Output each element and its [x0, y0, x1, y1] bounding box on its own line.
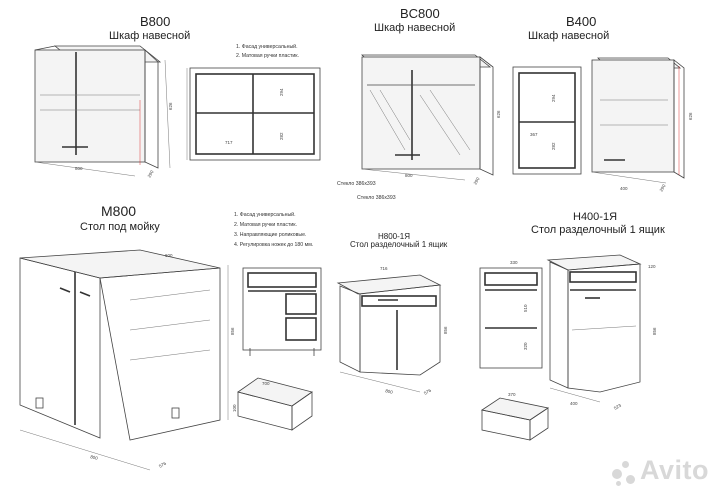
h8001-depth: 576: [423, 388, 432, 396]
m800-height: 856: [230, 327, 235, 335]
h4001-subtitle: Стол разделочный 1 ящик: [531, 224, 665, 236]
m800-note-3: 3. Направляющие роликовые.: [234, 232, 307, 238]
h8001-subtitle: Стол разделочный 1 ящик: [350, 240, 448, 249]
bc800-glass-2: Стекло 386х393: [357, 195, 396, 201]
bc800-depth: 290: [473, 176, 481, 185]
m800-note-4: 4. Регулировка ножек до 180 мм.: [234, 242, 314, 248]
b400-cabinet: 626 400 290: [591, 57, 693, 193]
h8001-title: H800-1Я: [378, 232, 411, 241]
m800-note-1: 1. Фасад универсальный.: [234, 212, 296, 218]
h4001-drawer: 370: [480, 392, 550, 441]
watermark: Avito: [640, 455, 709, 485]
h8001-width: 800: [385, 388, 394, 395]
h4001-height: 856: [652, 327, 657, 335]
b800-note-2: 2. Матовая ручки пластик.: [236, 53, 299, 59]
m800-drawer-dim: 700: [262, 381, 270, 386]
b800-subtitle: Шкаф навесной: [109, 30, 191, 42]
m800-drawer: 700: [237, 377, 313, 431]
m800-depth: 576: [158, 461, 167, 469]
h4001-dim-370: 370: [508, 392, 516, 397]
b400-height: 626: [688, 112, 693, 120]
b800-dim-282: 282: [279, 132, 284, 140]
b400-subtitle: Шкаф навесной: [528, 30, 610, 42]
b400-width: 400: [620, 186, 628, 191]
b800-note-1: 1. Фасад универсальный.: [236, 44, 298, 50]
m800-cabinet: 856 800 576 600 100: [19, 249, 237, 471]
b800-height: 626: [168, 102, 173, 110]
bc800-height: 626: [496, 110, 501, 118]
bc800-cabinet: 626 800 290: [360, 54, 501, 186]
b400-title: B400: [566, 14, 597, 29]
h8001-height: 856: [443, 326, 448, 334]
h4001-front-view: 330 510 320: [479, 260, 543, 369]
m800-front-view: [242, 267, 322, 356]
bc800-glass-1: Стекло 386х393: [337, 181, 376, 187]
h4001-dim-320: 320: [523, 342, 528, 350]
m800-subtitle: Стол под мойку: [80, 221, 160, 233]
b800-front-view: 294 282 717: [186, 67, 321, 161]
b800-dim-717: 717: [225, 140, 233, 145]
m800-dim-600: 600: [165, 253, 173, 258]
b800-dim-294: 294: [279, 88, 284, 96]
avito-logo-icon: [612, 461, 636, 486]
h4001-title: H400-1Я: [573, 211, 618, 223]
h4001-depth: 523: [613, 403, 622, 411]
h4001-cabinet: 120 856 400 523: [546, 254, 657, 411]
h4001-dim-120: 120: [648, 264, 656, 269]
b400-dim-367: 367: [530, 132, 538, 137]
bc800-width: 800: [405, 173, 413, 178]
b400-dim-294: 294: [551, 94, 556, 102]
b400-depth: 290: [659, 183, 667, 192]
h4001-width: 400: [570, 401, 578, 406]
h8001-cabinet: 716 856 800 576: [336, 266, 448, 396]
h8001-dim-716: 716: [380, 266, 388, 271]
b800-depth: 290: [147, 169, 155, 178]
b800-width: 800: [75, 166, 83, 171]
b800-cabinet: 626 800 290: [34, 45, 173, 179]
h4001-dim-510: 510: [523, 304, 528, 312]
bc800-subtitle: Шкаф навесной: [374, 22, 456, 34]
m800-note-2: 2. Матовая ручки пластик.: [234, 222, 297, 228]
h4001-dim-330: 330: [510, 260, 518, 265]
m800-dim-100: 100: [232, 404, 237, 412]
m800-width: 800: [90, 454, 99, 461]
m800-title: M800: [101, 203, 137, 219]
b400-dim-282: 282: [551, 142, 556, 150]
bc800-title: BC800: [400, 6, 440, 21]
b400-front-view: 294 282 367: [512, 66, 582, 175]
b800-title: B800: [140, 14, 171, 29]
